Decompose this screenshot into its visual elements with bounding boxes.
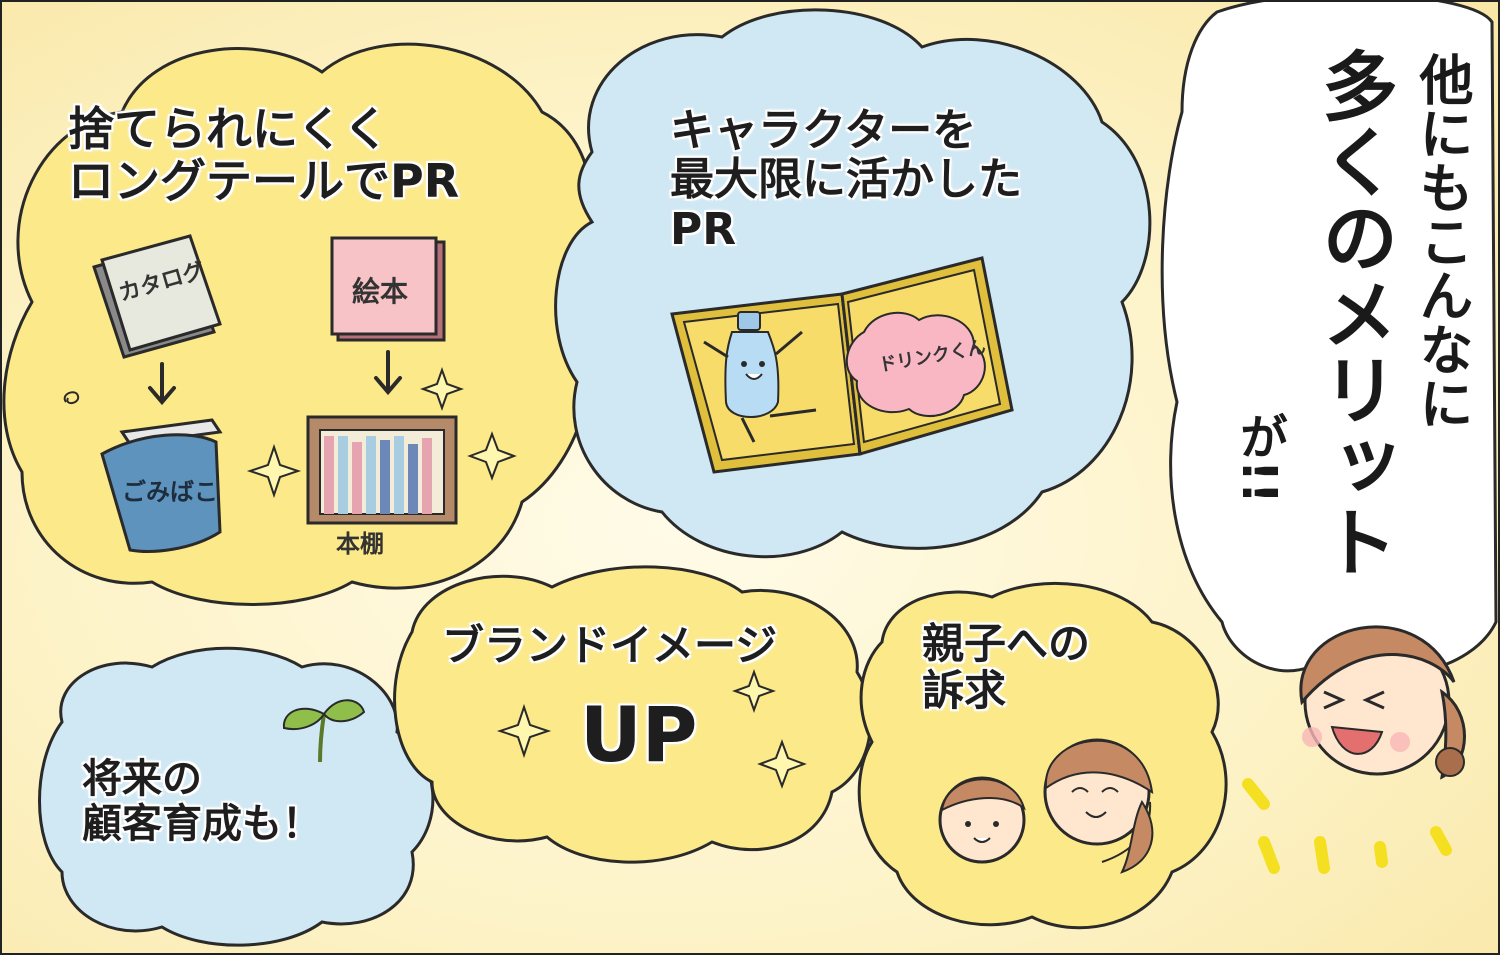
longtail-line2: ロングテールでPR bbox=[68, 153, 460, 208]
bookshelf-icon bbox=[306, 415, 458, 525]
cloud-future-shape bbox=[38, 646, 435, 947]
brand-up-text: UP bbox=[580, 690, 698, 779]
character-line3: PR bbox=[670, 203, 737, 255]
longtail-text: 捨てられにくく ロングテールでPR bbox=[68, 102, 460, 208]
shelf-label: 本棚 bbox=[336, 530, 384, 558]
catalog-book-icon bbox=[92, 234, 222, 359]
bottle-character-icon bbox=[703, 311, 817, 443]
trash-label: ごみばこ bbox=[122, 478, 218, 506]
brand-text: ブランドイメージ bbox=[442, 622, 777, 669]
picture-book-icon bbox=[330, 236, 446, 342]
speech-bubble-shape bbox=[1160, 2, 1498, 675]
arrow-down-icon bbox=[148, 350, 402, 406]
woman-laughing-face-icon bbox=[1299, 625, 1466, 780]
character-line1: キャラクターを bbox=[670, 105, 977, 156]
sprout-icon bbox=[282, 699, 366, 763]
open-book-icon bbox=[670, 256, 1014, 474]
parents-text: 親子への 訴求 bbox=[922, 620, 1090, 714]
future-text: 将来の 顧客育成も！ bbox=[82, 757, 322, 847]
mother-face-icon bbox=[1043, 738, 1154, 874]
brand-line1: ブランドイメージ bbox=[442, 621, 778, 670]
cloud-brand-shape bbox=[393, 565, 873, 864]
speech-line3: が!! bbox=[1231, 412, 1287, 504]
parents-line2: 訴求 bbox=[922, 666, 1007, 716]
speech-line1: 他にもこんなに bbox=[1410, 52, 1473, 430]
trash-can-icon bbox=[63, 391, 223, 553]
speech-line2: 多くのメリット bbox=[1309, 47, 1398, 579]
character-text: キャラクターを 最大限に活かした PR bbox=[670, 106, 1022, 254]
child-face-icon bbox=[938, 776, 1026, 864]
parents-line1: 親子への bbox=[922, 619, 1091, 668]
character-line2: 最大限に活かした bbox=[670, 154, 1022, 206]
picturebook-label: 絵本 bbox=[352, 275, 409, 308]
future-line1: 将来の bbox=[82, 756, 202, 802]
longtail-line1: 捨てられにくく bbox=[68, 102, 390, 156]
sparkle-icon bbox=[246, 367, 807, 789]
future-line2: 顧客育成も！ bbox=[82, 800, 322, 847]
emphasis-lines-icon bbox=[1242, 778, 1452, 874]
